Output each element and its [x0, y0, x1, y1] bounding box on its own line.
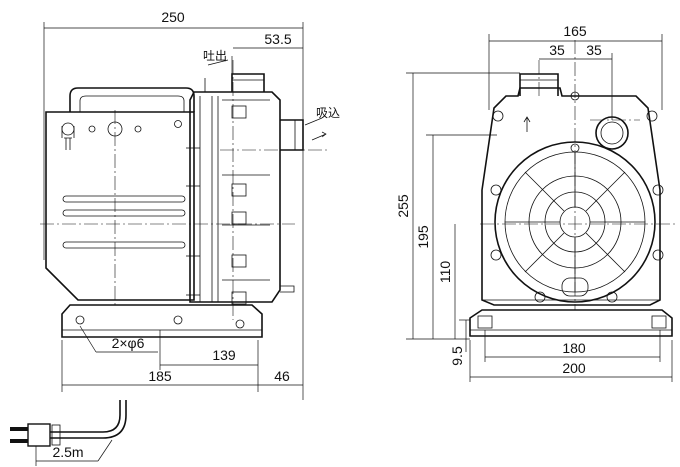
port-right-label: 35	[586, 42, 602, 58]
rear-offset-label: 46	[274, 368, 290, 384]
port-left-label: 35	[549, 42, 565, 58]
front-dimension-lines	[406, 34, 673, 382]
base-height-label: 9.5	[449, 346, 465, 366]
front-width-label: 165	[563, 23, 587, 39]
overall-height-label: 255	[395, 194, 411, 218]
base-width-label: 200	[562, 360, 586, 376]
mount-holes-label: 2×φ6	[112, 335, 145, 351]
cord-length-label: 2.5m	[52, 444, 83, 460]
side-dimension-lines	[43, 22, 327, 400]
dimension-labels: 250 53.5 185 46 139 2×φ6 165 35 35 180 2…	[52, 9, 602, 460]
base-length-label: 185	[148, 368, 172, 384]
front-view	[469, 40, 675, 337]
suction-label: 吸込	[316, 106, 340, 120]
discharge-label: 吐出	[203, 49, 227, 63]
side-view	[40, 60, 330, 338]
overall-width-label: 250	[161, 9, 185, 25]
foot-spacing-label: 180	[562, 340, 586, 356]
mount-spacing-label: 139	[212, 347, 236, 363]
inlet-height-label: 110	[437, 261, 453, 284]
power-cord	[10, 400, 127, 466]
outlet-height-label: 195	[415, 225, 431, 249]
outlet-offset-label: 53.5	[264, 31, 291, 47]
